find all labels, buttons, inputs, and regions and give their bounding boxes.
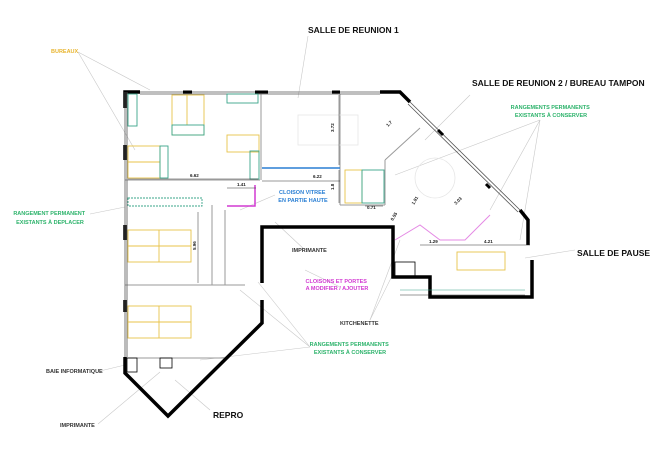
- partitions-to-modify: [227, 185, 256, 207]
- storage-units: [127, 93, 525, 291]
- meeting-tables: [297, 114, 456, 199]
- dim-label: 0.55: [390, 211, 399, 222]
- leader-lines: [77, 35, 576, 425]
- dimension-lines: [128, 95, 530, 283]
- dim-label: 1.81: [411, 195, 420, 206]
- room-label-repro: REPRO: [213, 410, 244, 420]
- label-rangements-conserver-top: RANGEMENTS PERMANENTS EXISTANTS À CONSER…: [511, 105, 592, 119]
- label-rangement-deplacer: RANGEMENT PERMANENT EXISTANTS À DEPLACER: [13, 211, 86, 226]
- kitchenette-unit: [394, 261, 416, 277]
- dim-label: 5.96: [192, 241, 197, 250]
- dim-label: 1.7: [385, 119, 393, 127]
- columns: [183, 90, 492, 190]
- room-label-salle-reunion-1: SALLE DE REUNION 1: [308, 25, 399, 35]
- dim-label: 6.62: [190, 173, 199, 178]
- partitions-to-modify-2: [394, 214, 491, 241]
- label-bureaux: BUREAUX: [51, 49, 79, 55]
- room-label-salle-pause: SALLE DE PAUSE: [577, 248, 650, 258]
- label-cloison-vitree: CLOISON VITREE EN PARTIE HAUTE: [278, 190, 328, 204]
- interior-walls: [125, 94, 525, 359]
- dim-label: 3.03: [453, 196, 463, 206]
- dim-label: 1.8: [330, 183, 335, 190]
- label-kitchenette: KITCHENETTE: [340, 321, 379, 327]
- label-rangements-conserver-bottom: RANGEMENTS PERMANENTS EXISTANTS À CONSER…: [310, 342, 391, 356]
- dim-label: 6.22: [313, 174, 322, 179]
- desks: [127, 94, 506, 339]
- window-walls: [124, 91, 521, 357]
- dim-label: 0.71: [367, 205, 376, 210]
- it-rack: [126, 357, 138, 373]
- dim-label: 3.72: [330, 123, 335, 132]
- room-label-salle-reunion-2: SALLE DE REUNION 2 / BUREAU TAMPON: [472, 78, 645, 88]
- dim-label: 1.29: [429, 239, 438, 244]
- label-cloisons-portes: CLOISONS ET PORTES A MODIFIER / AJOUTER: [306, 279, 369, 292]
- dim-label: 4.21: [484, 239, 493, 244]
- printer: [159, 357, 173, 369]
- exterior-walls: [123, 90, 534, 419]
- dim-label: 1.41: [237, 182, 246, 187]
- label-imprimante-center: IMPRIMANTE: [292, 248, 327, 254]
- label-baie-informatique: BAIE INFORMATIQUE: [46, 369, 103, 375]
- label-imprimante-bottom: IMPRIMANTE: [60, 423, 95, 429]
